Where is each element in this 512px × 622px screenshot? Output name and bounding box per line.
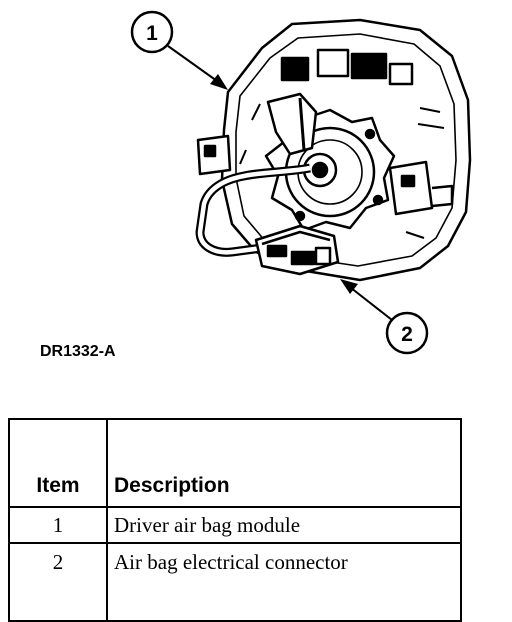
airbag-module-drawing	[195, 18, 472, 282]
callout-1-label: 1	[146, 22, 158, 45]
item-number: 2	[8, 542, 108, 622]
callout-1: 1	[130, 10, 228, 90]
callout-2-label: 2	[401, 323, 413, 346]
legend-header-row: Item Description	[8, 418, 462, 508]
table-row: 1 Driver air bag module	[8, 506, 462, 544]
item-description: Air bag electrical connector	[106, 542, 462, 622]
item-column-header: Item	[8, 418, 108, 508]
callout-2: 2	[340, 279, 429, 355]
item-description: Driver air bag module	[106, 506, 462, 544]
table-row: 2 Air bag electrical connector	[8, 542, 462, 622]
item-number: 1	[8, 506, 108, 544]
figure-code: DR1332-A	[40, 343, 116, 360]
legend-table: Item Description 1 Driver air bag module…	[8, 418, 462, 622]
description-column-header: Description	[106, 418, 462, 508]
